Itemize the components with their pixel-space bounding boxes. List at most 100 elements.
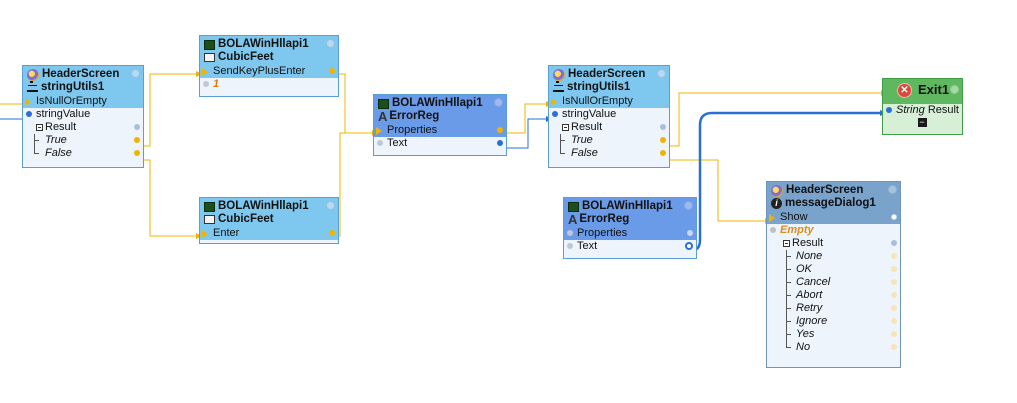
- data-in-port[interactable]: [203, 81, 209, 87]
- result-no[interactable]: No: [767, 341, 900, 354]
- result-ok[interactable]: OK: [767, 263, 900, 276]
- param-stringvalue[interactable]: stringValue: [549, 108, 669, 121]
- result-false[interactable]: False: [23, 147, 143, 160]
- param-value[interactable]: 1: [200, 78, 338, 91]
- node-menu-dot[interactable]: [131, 69, 140, 78]
- flow-in-port[interactable]: [551, 98, 557, 106]
- node-header[interactable]: BOLAWinHllapi1 CubicFeet: [200, 198, 338, 227]
- node-subtitle: CubicFeet: [218, 213, 274, 225]
- node-exit-1[interactable]: ✕Exit1 String Result −: [882, 78, 963, 135]
- true-out-port[interactable]: [134, 137, 140, 143]
- collapse-button[interactable]: −: [883, 117, 962, 128]
- result-abort[interactable]: Abort: [767, 289, 900, 302]
- result-group[interactable]: Result: [23, 121, 143, 134]
- node-header[interactable]: BOLAWinHllapi1 CubicFeet: [200, 36, 338, 65]
- node-header-screen-stringutils-1[interactable]: HeaderScreen stringUtils1 IsNullOrEmpty …: [22, 65, 144, 168]
- node-header-screen-stringutils-2[interactable]: HeaderScreen stringUtils1 IsNullOrEmpty …: [548, 65, 670, 168]
- method-sendkeyplusenter[interactable]: SendKeyPlusEnter: [200, 65, 338, 78]
- data-out-port[interactable]: [497, 140, 503, 146]
- collapse-icon[interactable]: [36, 124, 43, 131]
- node-menu-dot[interactable]: [950, 85, 959, 94]
- result-retry[interactable]: Retry: [767, 302, 900, 315]
- no-out-port[interactable]: [891, 344, 897, 350]
- data-out-port[interactable]: [685, 242, 693, 250]
- wire-properties-to-isnull: [505, 103, 549, 134]
- flow-in-port[interactable]: [567, 230, 573, 236]
- flow-in-port[interactable]: [25, 98, 31, 106]
- collapse-icon[interactable]: [783, 240, 790, 247]
- result-port[interactable]: [660, 124, 666, 130]
- result-true[interactable]: True: [23, 134, 143, 147]
- data-in-port[interactable]: [552, 111, 558, 117]
- node-menu-dot[interactable]: [326, 201, 335, 210]
- cubic-feet-icon: [204, 215, 215, 224]
- param-stringvalue[interactable]: stringValue: [23, 108, 143, 121]
- node-header[interactable]: ✕Exit1: [883, 79, 962, 104]
- flow-out-port[interactable]: [891, 214, 897, 220]
- flow-out-port[interactable]: [329, 68, 335, 74]
- flow-in-port[interactable]: [202, 230, 208, 238]
- ok-out-port[interactable]: [891, 266, 897, 272]
- node-menu-dot[interactable]: [657, 69, 666, 78]
- retry-out-port[interactable]: [891, 305, 897, 311]
- param-string-result[interactable]: String Result: [883, 104, 962, 117]
- data-in-port[interactable]: [770, 227, 776, 233]
- result-false[interactable]: False: [549, 147, 669, 160]
- flow-in-port[interactable]: [769, 214, 775, 222]
- data-in-port[interactable]: [886, 107, 892, 113]
- result-cancel[interactable]: Cancel: [767, 276, 900, 289]
- result-true[interactable]: True: [549, 134, 669, 147]
- node-menu-dot[interactable]: [494, 98, 503, 107]
- method-isnullorempty[interactable]: IsNullOrEmpty: [549, 95, 669, 108]
- result-group[interactable]: Result: [767, 237, 900, 250]
- exit-icon: ✕: [897, 82, 912, 98]
- method-show[interactable]: Show: [767, 211, 900, 224]
- yes-out-port[interactable]: [891, 331, 897, 337]
- data-in-port[interactable]: [567, 243, 573, 249]
- wire-false-to-enter: [138, 159, 199, 237]
- ignore-out-port[interactable]: [891, 318, 897, 324]
- node-menu-dot[interactable]: [888, 185, 897, 194]
- abort-out-port[interactable]: [891, 292, 897, 298]
- prop-text[interactable]: Text: [374, 137, 506, 150]
- prop-text[interactable]: Text: [564, 240, 696, 253]
- flow-out-port[interactable]: [329, 230, 335, 236]
- result-ignore[interactable]: Ignore: [767, 315, 900, 328]
- result-yes[interactable]: Yes: [767, 328, 900, 341]
- true-out-port[interactable]: [660, 137, 666, 143]
- result-group[interactable]: Result: [549, 121, 669, 134]
- result-port[interactable]: [134, 124, 140, 130]
- node-header[interactable]: HeaderScreen stringUtils1: [549, 66, 669, 95]
- false-out-port[interactable]: [660, 150, 666, 156]
- wire-true-to-exit: [664, 92, 884, 147]
- component-icon: [27, 68, 39, 81]
- result-port[interactable]: [891, 240, 897, 246]
- flow-out-port[interactable]: [497, 127, 503, 133]
- node-menu-dot[interactable]: [326, 39, 335, 48]
- param-message[interactable]: Empty: [767, 224, 900, 237]
- method-properties[interactable]: Properties: [564, 227, 696, 240]
- false-out-port[interactable]: [134, 150, 140, 156]
- data-in-port[interactable]: [26, 111, 32, 117]
- node-header[interactable]: HeaderScreen stringUtils1: [23, 66, 143, 95]
- method-enter[interactable]: Enter: [200, 227, 338, 240]
- collapse-icon[interactable]: [562, 124, 569, 131]
- none-out-port[interactable]: [891, 253, 897, 259]
- result-none[interactable]: None: [767, 250, 900, 263]
- flow-out-port[interactable]: [687, 230, 693, 236]
- method-isnullorempty[interactable]: IsNullOrEmpty: [23, 95, 143, 108]
- method-properties[interactable]: Properties: [374, 124, 506, 137]
- flow-in-port[interactable]: [376, 127, 382, 135]
- cancel-out-port[interactable]: [891, 279, 897, 285]
- node-bolawinhllapi-cubicfeet-enter[interactable]: BOLAWinHllapi1 CubicFeet Enter: [199, 197, 339, 244]
- flow-in-port[interactable]: [202, 68, 208, 76]
- data-in-port[interactable]: [377, 140, 383, 146]
- node-bolawinhllapi-cubicfeet-sendkey[interactable]: BOLAWinHllapi1 CubicFeet SendKeyPlusEnte…: [199, 35, 339, 97]
- node-menu-dot[interactable]: [684, 201, 693, 210]
